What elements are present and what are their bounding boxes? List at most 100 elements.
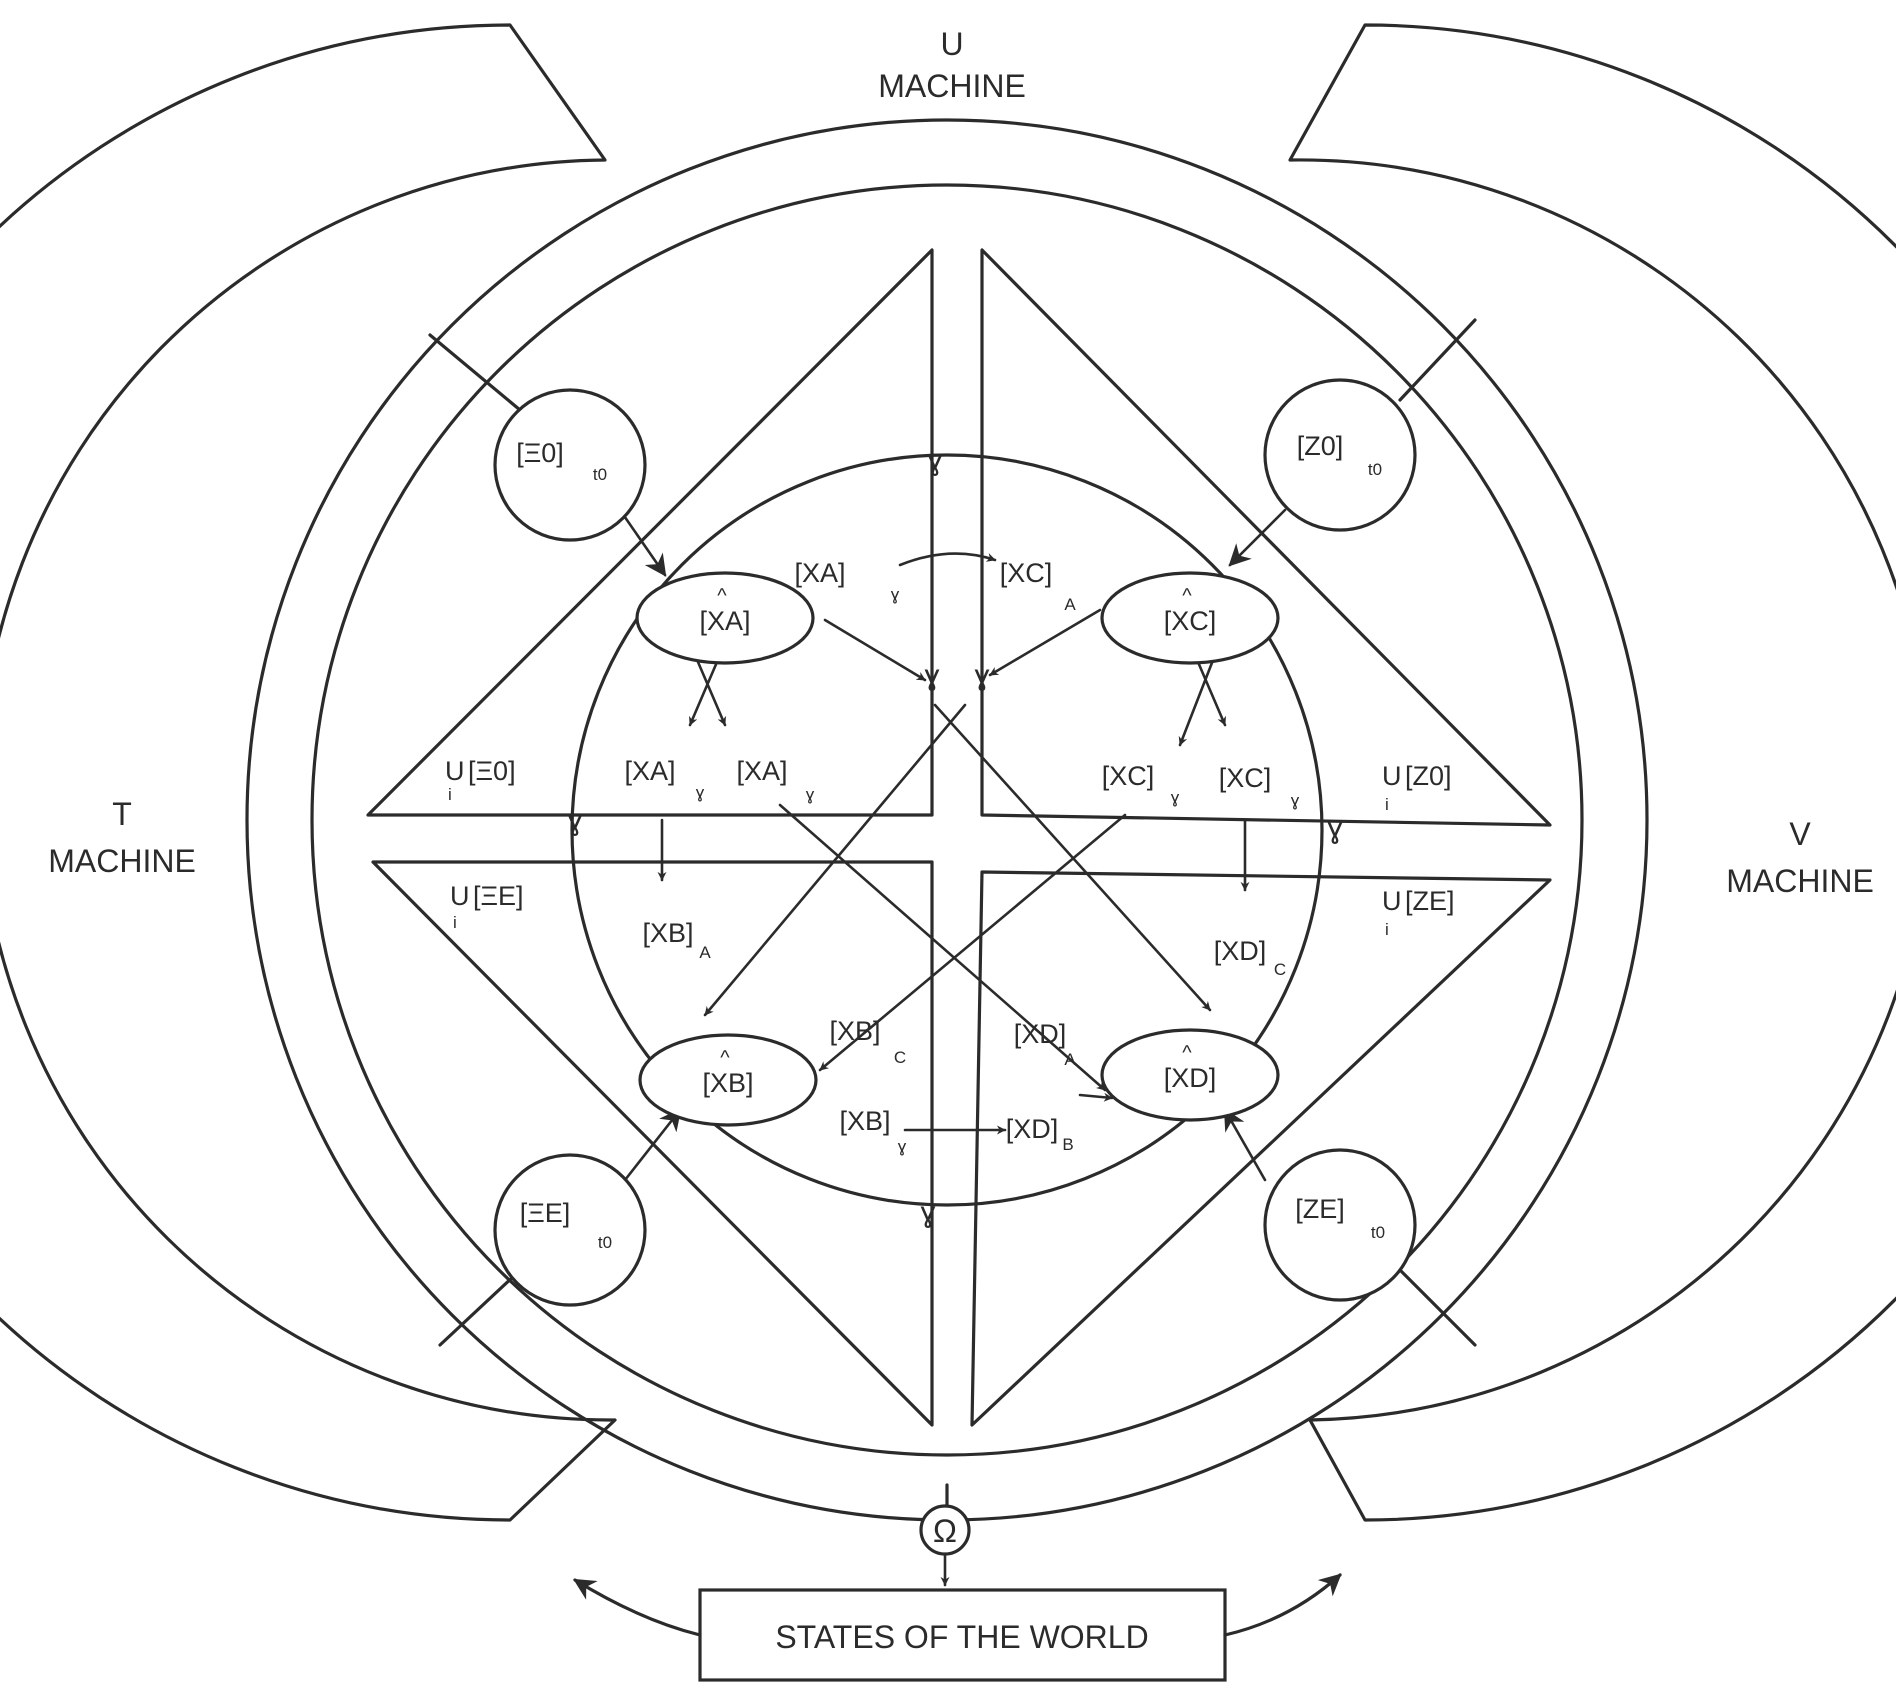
triangle-upper-right <box>980 248 1552 827</box>
cross-xa-b <box>688 653 722 727</box>
label-xd-a: [XD] <box>1014 1019 1067 1049</box>
gamma-junction-right: ɣ <box>1327 812 1342 845</box>
gamma-junction-left: ɣ <box>567 804 582 837</box>
u-machine-word: MACHINE <box>878 68 1026 104</box>
connector-xie <box>438 1273 517 1347</box>
u-machine-letter: U <box>940 26 963 62</box>
gamma-junction-top: ɣ <box>927 444 942 477</box>
connector-z0 <box>1398 318 1477 402</box>
label-xc-right2-sub: ɣ <box>1291 791 1300 810</box>
label-xd-b: [XD] <box>1006 1114 1059 1144</box>
label-u-xie-sub: i <box>453 913 457 932</box>
u-machine-outer-circle <box>245 118 1649 1522</box>
diag-xa-to-xd <box>778 803 1107 1092</box>
arrow-xie-to-xb <box>623 1108 682 1182</box>
label-xd-b-sub: B <box>1062 1135 1073 1154</box>
arrow-to-xd <box>1078 1092 1114 1102</box>
diag-xc-to-xb <box>818 813 1127 1072</box>
node-xie-sub: t0 <box>598 1233 612 1252</box>
label-u-z0: U <box>1382 761 1402 791</box>
gamma-junction-bottom: ɣ <box>920 1196 935 1229</box>
connector-ze <box>1393 1263 1477 1347</box>
t-machine-letter: T <box>112 796 132 832</box>
arrow-z0-to-xc <box>1228 508 1287 567</box>
label-xb-c-sub: C <box>894 1048 906 1067</box>
arrow-world-to-t <box>573 1578 702 1637</box>
node-xc-ellipse <box>1100 571 1280 665</box>
label-xb-c: [XB] <box>829 1016 880 1046</box>
arrow-xi0-to-xa <box>618 508 667 577</box>
label-xc-right1: [XC] <box>1102 761 1155 791</box>
label-xa-left2-sub: ɣ <box>806 785 815 804</box>
label-xc-right1-sub: ɣ <box>1171 788 1180 807</box>
gamma-junction-center-right: ɣ <box>974 659 989 692</box>
node-xc-label: [XC] <box>1164 606 1217 636</box>
label-xc-top: [XC] <box>1000 558 1053 588</box>
node-xd-ellipse <box>1100 1028 1280 1122</box>
connector-xi0 <box>428 333 522 412</box>
world-label: STATES OF THE WORLD <box>775 1619 1148 1655</box>
node-xa-hat: ^ <box>717 585 727 607</box>
label-xa-top-sub: ɣ <box>891 585 900 604</box>
u-machine-inner-circle <box>310 183 1584 1457</box>
label-u-ze-sub: i <box>1385 920 1389 939</box>
label-xb-a: [XB] <box>642 918 693 948</box>
label-u-xi0: U <box>445 756 465 786</box>
node-xa-ellipse <box>635 571 815 665</box>
v-machine-letter: V <box>1789 816 1811 852</box>
node-ze-sub: t0 <box>1371 1223 1385 1242</box>
arrow-xa-to-xc-top <box>898 552 997 567</box>
node-xc-hat: ^ <box>1182 585 1192 607</box>
node-z0-sub: t0 <box>1368 460 1382 479</box>
label-xb-gamma: [XB] <box>839 1106 890 1136</box>
arrow-xc-to-center <box>988 608 1102 677</box>
node-xi0-label: [Ξ0] <box>516 438 564 468</box>
label-u-xie-main: [ΞE] <box>473 881 524 911</box>
node-xie-label: [ΞE] <box>520 1198 571 1228</box>
label-xc-right2: [XC] <box>1219 763 1272 793</box>
node-xb-label: [XB] <box>702 1068 753 1098</box>
node-xa-label: [XA] <box>699 606 750 636</box>
arrow-world-to-v <box>1223 1573 1342 1637</box>
node-xi0-sub: t0 <box>593 465 607 484</box>
node-xie-circle <box>493 1153 647 1307</box>
v-machine-word: MACHINE <box>1726 863 1874 899</box>
node-xb-hat: ^ <box>720 1047 730 1069</box>
cross-xc-a <box>1193 653 1227 727</box>
label-xa-left1-sub: ɣ <box>696 783 705 802</box>
node-z0-circle <box>1263 378 1417 532</box>
node-xd-label: [XD] <box>1164 1063 1217 1093</box>
label-u-ze: U <box>1382 886 1402 916</box>
label-xa-left1: [XA] <box>624 756 675 786</box>
label-u-xi0-sub: i <box>448 785 452 804</box>
node-ze-label: [ZE] <box>1295 1194 1345 1224</box>
label-u-ze-main: [ZE] <box>1405 886 1455 916</box>
label-u-xie: U <box>450 881 470 911</box>
label-xd-c-sub: C <box>1274 960 1286 979</box>
t-machine-band <box>0 23 617 1522</box>
t-machine-word: MACHINE <box>48 843 196 879</box>
label-xa-top: [XA] <box>794 558 845 588</box>
label-xb-a-sub: A <box>699 943 711 962</box>
label-u-z0-sub: i <box>1385 795 1389 814</box>
cross-xc-b <box>1178 653 1217 747</box>
label-u-z0-main: [Z0] <box>1405 761 1452 791</box>
label-xd-c: [XD] <box>1214 936 1267 966</box>
omega-symbol: Ω <box>933 1513 957 1549</box>
node-ze-circle <box>1263 1148 1417 1302</box>
triangle-lower-right <box>970 870 1552 1427</box>
node-xd-hat: ^ <box>1182 1042 1192 1064</box>
label-xc-top-sub: A <box>1064 595 1076 614</box>
label-xb-gamma-sub: ɣ <box>898 1137 907 1156</box>
cross-xa-a <box>693 653 727 727</box>
node-xi0-circle <box>493 388 647 542</box>
label-xd-a-sub: A <box>1064 1050 1076 1069</box>
gamma-junction-center-left: ɣ <box>924 659 939 692</box>
label-xa-left2: [XA] <box>736 756 787 786</box>
arrow-ze-to-xd <box>1223 1108 1267 1182</box>
label-u-xi0-main: [Ξ0] <box>468 756 516 786</box>
node-z0-label: [Z0] <box>1297 431 1344 461</box>
v-machine-band <box>1288 23 1896 1522</box>
diag-center-to-xb <box>703 703 967 1017</box>
